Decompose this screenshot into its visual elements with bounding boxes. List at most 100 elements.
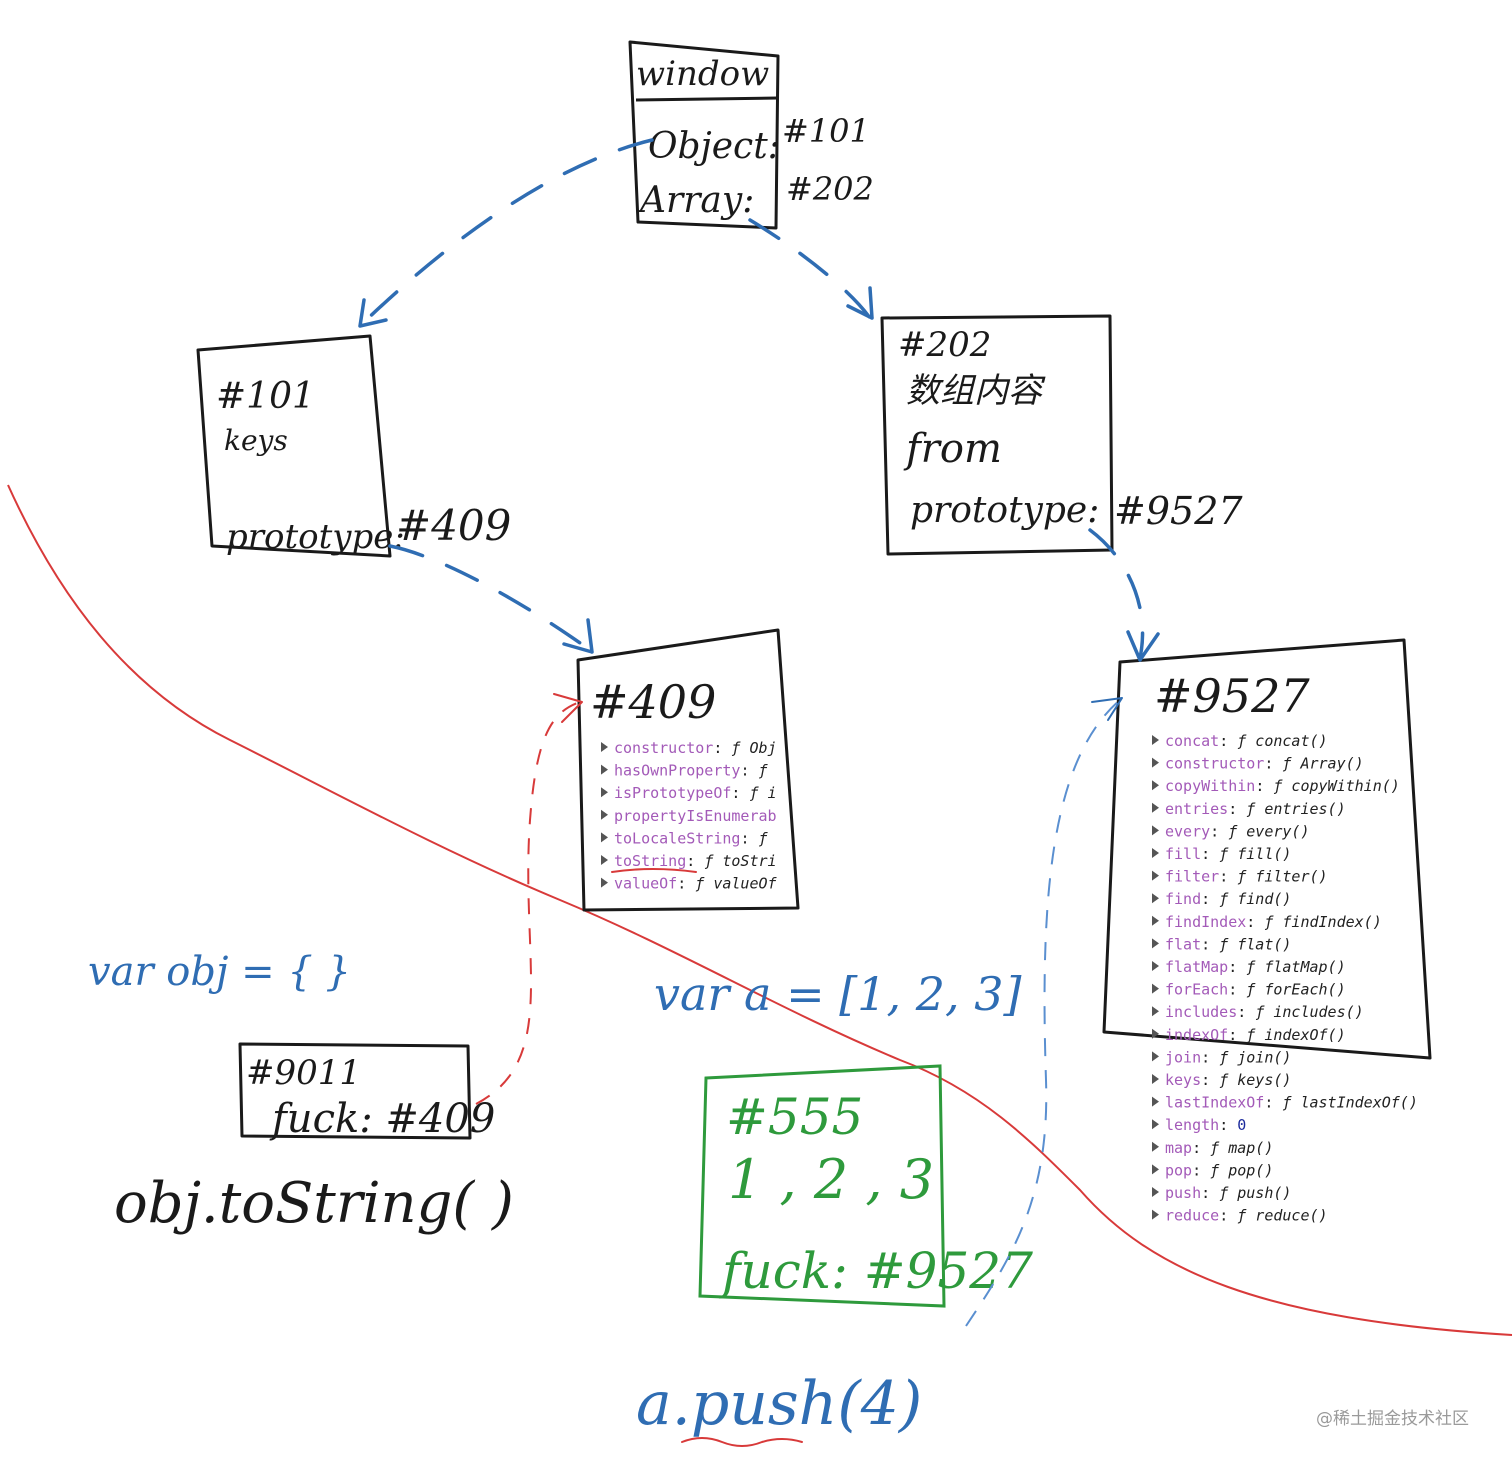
box-9527-prop-row: lastIndexOf: ƒ lastIndexOf(): [1152, 1094, 1418, 1112]
box-9527-prop-row: fill: ƒ fill(): [1152, 845, 1291, 863]
box-9527-prop-row: every: ƒ every(): [1152, 822, 1310, 840]
box-9011-id: #9011: [246, 1053, 361, 1093]
expand-triangle-icon: [601, 742, 608, 752]
box-9527-prop-row: findIndex: ƒ findIndex(): [1152, 913, 1382, 931]
expand-triangle-icon: [1152, 1006, 1159, 1017]
expand-triangle-icon: [1152, 1187, 1159, 1197]
box-101-proto-val: #409: [396, 501, 511, 550]
tostring-underline: [611, 868, 697, 873]
box-409-prop-row: toString: ƒ toStri: [601, 852, 777, 870]
expand-triangle-icon: [601, 787, 608, 798]
expand-triangle-icon: [1152, 1096, 1159, 1107]
expand-triangle-icon: [601, 877, 608, 888]
box-9527-prop-text: includes: ƒ includes(): [1165, 1003, 1364, 1021]
box-9527-prop-row: reduce: ƒ reduce(): [1152, 1207, 1328, 1225]
expand-triangle-icon: [1152, 1209, 1159, 1220]
arrow-101-proto-to-409: [388, 544, 592, 652]
arrowhead-9011-409: [553, 693, 583, 723]
expand-triangle-icon: [1152, 780, 1159, 791]
box-9527-prop-row: flat: ƒ flat(): [1152, 935, 1291, 953]
arrow-window-object-to-101: [358, 138, 654, 328]
arrowhead-202: [846, 286, 874, 320]
box-9527-prop-row: join: ƒ join(): [1152, 1048, 1291, 1066]
expand-triangle-icon: [1152, 870, 1159, 881]
box-9527-prop-row: pop: ƒ pop(): [1152, 1161, 1273, 1179]
box-9527-prop-text: every: ƒ every(): [1165, 822, 1310, 840]
code-var-obj: var obj = { }: [88, 949, 351, 995]
expand-triangle-icon: [1152, 1119, 1159, 1130]
box-409-prop-row: toLocaleString: ƒ: [601, 829, 769, 847]
box-9527-prop-row: find: ƒ find(): [1152, 890, 1291, 908]
box-9527-prop-text: flatMap: ƒ flatMap(): [1165, 958, 1346, 976]
arrowhead-555-9527: [1091, 697, 1123, 721]
box-409-prop-row: isPrototypeOf: ƒ i: [601, 784, 777, 802]
box-409-prop-text: valueOf: ƒ valueOf: [614, 875, 778, 893]
box-9527-id: #9527: [1154, 669, 1310, 723]
window-box: window Object: Array: #101 #202: [628, 40, 874, 230]
expand-triangle-icon: [1152, 1051, 1159, 1062]
window-title: window: [636, 54, 769, 94]
box-9527-prop-text: indexOf: ƒ indexOf(): [1165, 1026, 1346, 1044]
expand-triangle-icon: [1152, 735, 1159, 745]
expand-triangle-icon: [1152, 915, 1159, 926]
box-409-prop-row: hasOwnProperty: ƒ: [601, 762, 769, 780]
expand-triangle-icon: [1152, 938, 1159, 949]
box-409-prop-text: constructor: ƒ Obj: [614, 739, 777, 757]
box-555-id: #555: [726, 1088, 863, 1146]
box-409-prop-text: hasOwnProperty: ƒ: [614, 762, 769, 780]
box-9527: #9527 concat: ƒ concat() constructor: ƒ A…: [1102, 638, 1432, 1225]
box-202-id: #202: [898, 325, 991, 365]
call-arr-push: a.push(4): [636, 1369, 922, 1439]
box-409-props: constructor: ƒ Obj hasOwnProperty: ƒ isPro…: [601, 739, 778, 893]
box-9011: #9011 fuck: #409: [238, 1042, 495, 1142]
box-9527-prop-text: find: ƒ find(): [1165, 890, 1291, 908]
code-var-a: var a = [1, 2, 3]: [654, 967, 1021, 1021]
box-9527-prop-text: keys: ƒ keys(): [1165, 1071, 1291, 1089]
box-9527-prop-row: forEach: ƒ forEach(): [1152, 981, 1346, 999]
box-101: #101 keys prototype: #409: [196, 334, 511, 558]
box-409-prop-row: propertyIsEnumerab: [601, 807, 777, 825]
box-9527-prop-text: push: ƒ push(): [1165, 1184, 1291, 1202]
box-9527-prop-row: constructor: ƒ Array(): [1152, 755, 1364, 773]
box-409: #409 constructor: ƒ Obj hasOwnProperty: ƒ…: [576, 628, 800, 912]
expand-triangle-icon: [601, 855, 608, 865]
box-409-id: #409: [590, 675, 716, 729]
box-101-keys: keys: [224, 424, 288, 457]
box-9527-prop-text: filter: ƒ filter(): [1165, 868, 1328, 886]
box-9527-prop-text: copyWithin: ƒ copyWithin(): [1165, 777, 1400, 795]
box-9527-prop-text: fill: ƒ fill(): [1165, 845, 1291, 863]
box-409-prop-text: propertyIsEnumerab: [614, 807, 777, 825]
expand-triangle-icon: [1152, 1028, 1159, 1039]
window-array-key: Array:: [637, 180, 754, 221]
box-409-prop-row: constructor: ƒ Obj: [601, 739, 777, 757]
expand-triangle-icon: [601, 764, 608, 775]
box-202-proto-key: prototype:: [910, 490, 1099, 531]
box-9527-prop-row: copyWithin: ƒ copyWithin(): [1152, 777, 1400, 795]
box-9527-props: concat: ƒ concat() constructor: ƒ Array()…: [1152, 732, 1418, 1225]
box-409-prop-text: toLocaleString: ƒ: [614, 829, 769, 847]
box-9527-prop-row: entries: ƒ entries(): [1152, 800, 1346, 818]
window-object-key: Object:: [648, 126, 780, 167]
expand-triangle-icon: [1152, 825, 1159, 836]
box-9527-prop-text: constructor: ƒ Array(): [1165, 755, 1364, 773]
box-409-prop-row: valueOf: ƒ valueOf: [601, 875, 778, 893]
box-9527-prop-row: keys: ƒ keys(): [1152, 1071, 1291, 1089]
box-9527-prop-row: concat: ƒ concat(): [1152, 732, 1328, 750]
expand-triangle-icon: [1152, 757, 1159, 768]
expand-triangle-icon: [1152, 802, 1159, 813]
box-409-prop-text: toString: ƒ toStri: [614, 852, 777, 870]
box-9527-prop-text: entries: ƒ entries(): [1165, 800, 1346, 818]
box-555-values: 1 , 2 , 3: [728, 1148, 934, 1211]
box-202-proto-val: #9527: [1114, 489, 1243, 533]
box-9527-prop-text: map: ƒ map(): [1165, 1139, 1273, 1157]
box-9527-prop-row: includes: ƒ includes(): [1152, 1003, 1364, 1021]
arrowhead-409: [562, 618, 594, 654]
arrow-9011-to-409: [475, 701, 581, 1105]
box-555: #555 1 , 2 , 3 fuck: #9527: [698, 1064, 1033, 1308]
expand-triangle-icon: [1152, 983, 1159, 994]
arrow-202-proto-to-9527: [1088, 528, 1145, 660]
push-underline: [681, 1437, 803, 1447]
watermark: @稀土掘金技术社区: [1316, 1409, 1469, 1429]
arrow-555-to-9527: [965, 699, 1121, 1327]
